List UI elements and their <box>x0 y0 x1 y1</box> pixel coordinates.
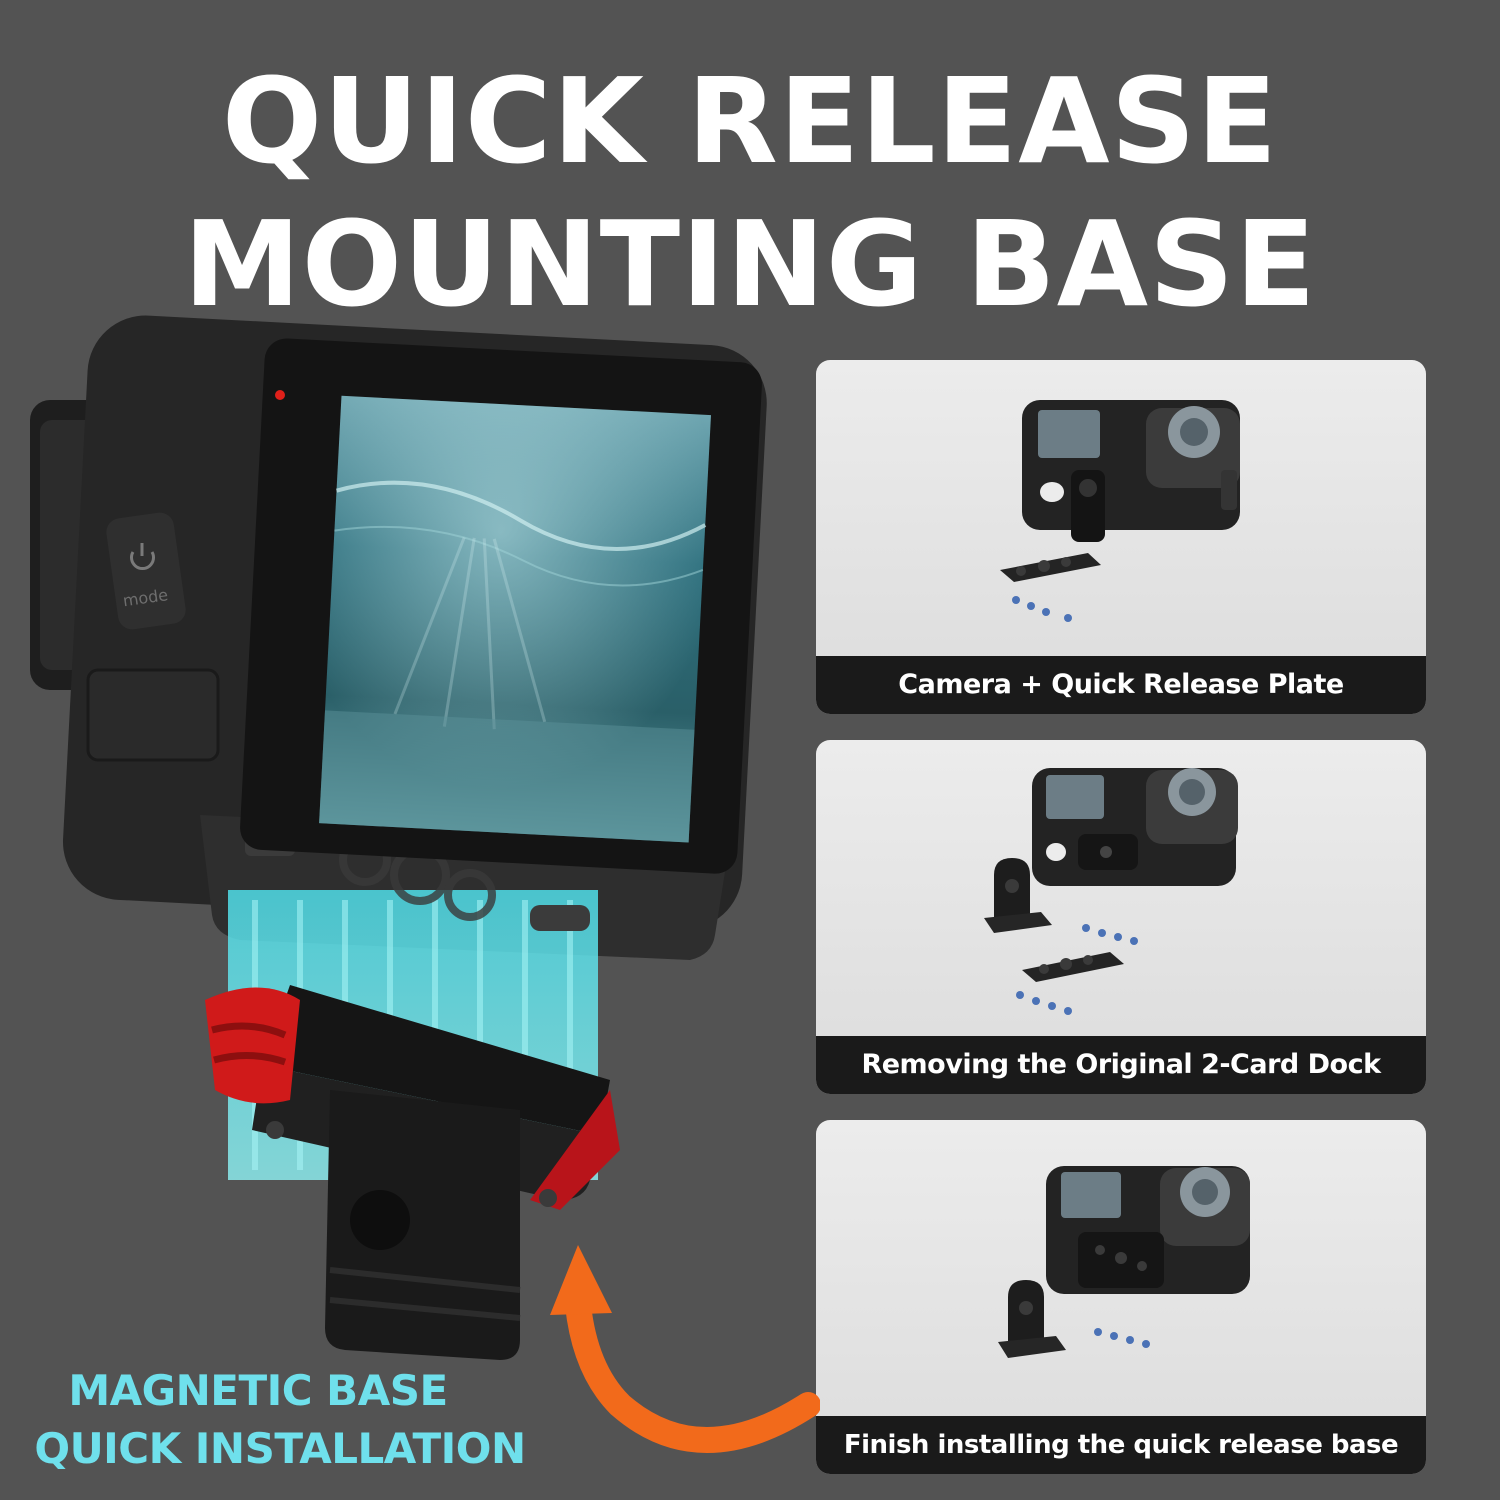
step-1-illustration <box>1000 400 1240 622</box>
feature-line-1: MAGNETIC BASE <box>68 1366 448 1415</box>
step-3-caption: Finish installing the quick release base <box>816 1416 1426 1474</box>
step-2-illustration <box>984 768 1238 1015</box>
hero-camera-illustration: mode <box>30 315 767 1360</box>
step-2-caption: Removing the Original 2-Card Dock <box>816 1036 1426 1094</box>
feature-line-2: QUICK INSTALLATION <box>34 1424 526 1473</box>
headline-line-1: QUICK RELEASE <box>221 52 1279 190</box>
step-panel-2: Removing the Original 2-Card Dock <box>816 740 1426 1094</box>
power-icon <box>106 512 186 630</box>
curved-arrow-icon <box>550 1245 820 1453</box>
step-panel-1: Camera + Quick Release Plate <box>816 360 1426 714</box>
step-1-caption: Camera + Quick Release Plate <box>816 656 1426 714</box>
step-panel-3: Finish installing the quick release base <box>816 1120 1426 1474</box>
step-3-illustration <box>998 1166 1250 1358</box>
headline-line-2: MOUNTING BASE <box>183 195 1317 333</box>
